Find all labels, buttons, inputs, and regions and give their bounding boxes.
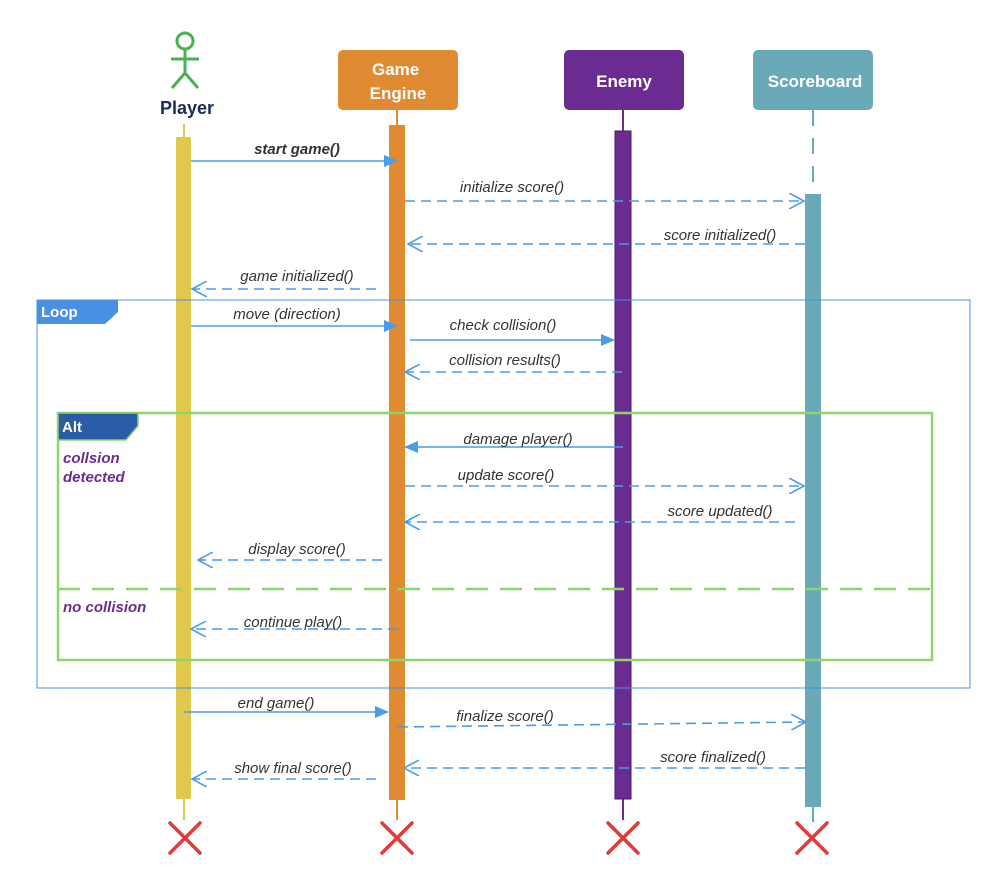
message-label: display score() <box>248 541 346 558</box>
participant-box-game-engine <box>338 50 458 110</box>
participant-game-engine: Game Engine <box>338 50 458 110</box>
message-update-score: update score() <box>405 467 804 486</box>
message-label: initialize score() <box>460 179 564 196</box>
message-label: end game() <box>238 695 315 712</box>
destroy-marker-scoreboard <box>795 821 829 855</box>
message-check-collision: check collision() <box>410 317 615 346</box>
alt-frame-tag <box>57 412 139 441</box>
message-label: finalize score() <box>456 708 554 725</box>
message-continue-play: continue play() <box>191 614 398 631</box>
message-score-finalized: score finalized() <box>404 749 805 768</box>
message-start-game: start game() <box>191 141 398 167</box>
message-label: score finalized() <box>660 749 766 766</box>
loop-frame: Loop <box>36 299 971 689</box>
message-label: start game() <box>254 141 340 158</box>
participant-label-enemy: Enemy <box>596 72 652 91</box>
alt-frame: Alt collsion detected no collision <box>56 411 934 662</box>
message-score-updated: score updated() <box>405 503 795 522</box>
activation-bar-enemy <box>614 130 632 800</box>
message-show-final-score: show final score() <box>192 760 376 779</box>
lifeline-player <box>176 124 191 820</box>
activation-bar-scoreboard <box>805 194 821 807</box>
message-label: update score() <box>458 467 555 484</box>
message-label: damage player() <box>463 431 572 448</box>
message-move: move (direction) <box>191 306 398 332</box>
message-game-initialized: game initialized() <box>192 268 376 289</box>
actor-icon <box>170 31 200 89</box>
message-collision-results: collision results() <box>405 352 622 372</box>
activation-bar-player <box>176 137 191 799</box>
message-score-initialized: score initialized() <box>408 227 805 244</box>
participant-label-game-engine: Game Engine <box>370 60 427 103</box>
message-end-game: end game() <box>184 695 389 718</box>
message-label: move (direction) <box>233 306 341 323</box>
alt-condition-no-collision: no collision <box>63 599 146 616</box>
lifeline-game-engine <box>389 110 405 820</box>
activation-bar-game-engine <box>389 125 405 800</box>
participant-box-scoreboard <box>753 50 873 110</box>
participant-box-enemy <box>564 50 684 110</box>
loop-frame-tag <box>37 300 118 324</box>
message-label: score initialized() <box>664 227 777 244</box>
message-damage-player: damage player() <box>404 431 623 453</box>
participant-scoreboard: Scoreboard <box>753 50 873 110</box>
message-label: continue play() <box>244 614 342 631</box>
destroy-marker-enemy <box>606 821 640 855</box>
participant-label-scoreboard: Scoreboard <box>768 72 862 91</box>
message-label: game initialized() <box>240 268 353 285</box>
message-finalize-score: finalize score() <box>397 708 806 727</box>
lifeline-enemy <box>614 110 632 820</box>
destroy-marker-player <box>168 821 202 855</box>
message-label: show final score() <box>234 760 352 777</box>
participant-player: Player <box>160 31 214 118</box>
message-label: check collision() <box>450 317 557 334</box>
message-display-score: display score() <box>198 541 382 560</box>
participant-enemy: Enemy <box>564 50 684 110</box>
participant-label-player: Player <box>160 98 214 118</box>
alt-condition-collision: collsion detected <box>63 450 126 486</box>
lifeline-scoreboard <box>805 110 821 822</box>
message-initialize-score: initialize score() <box>405 179 804 201</box>
message-label: collision results() <box>449 352 561 369</box>
loop-frame-label: Loop <box>41 304 78 321</box>
message-label: score updated() <box>667 503 772 520</box>
destroy-marker-game-engine <box>380 821 414 855</box>
alt-frame-label: Alt <box>62 419 82 436</box>
